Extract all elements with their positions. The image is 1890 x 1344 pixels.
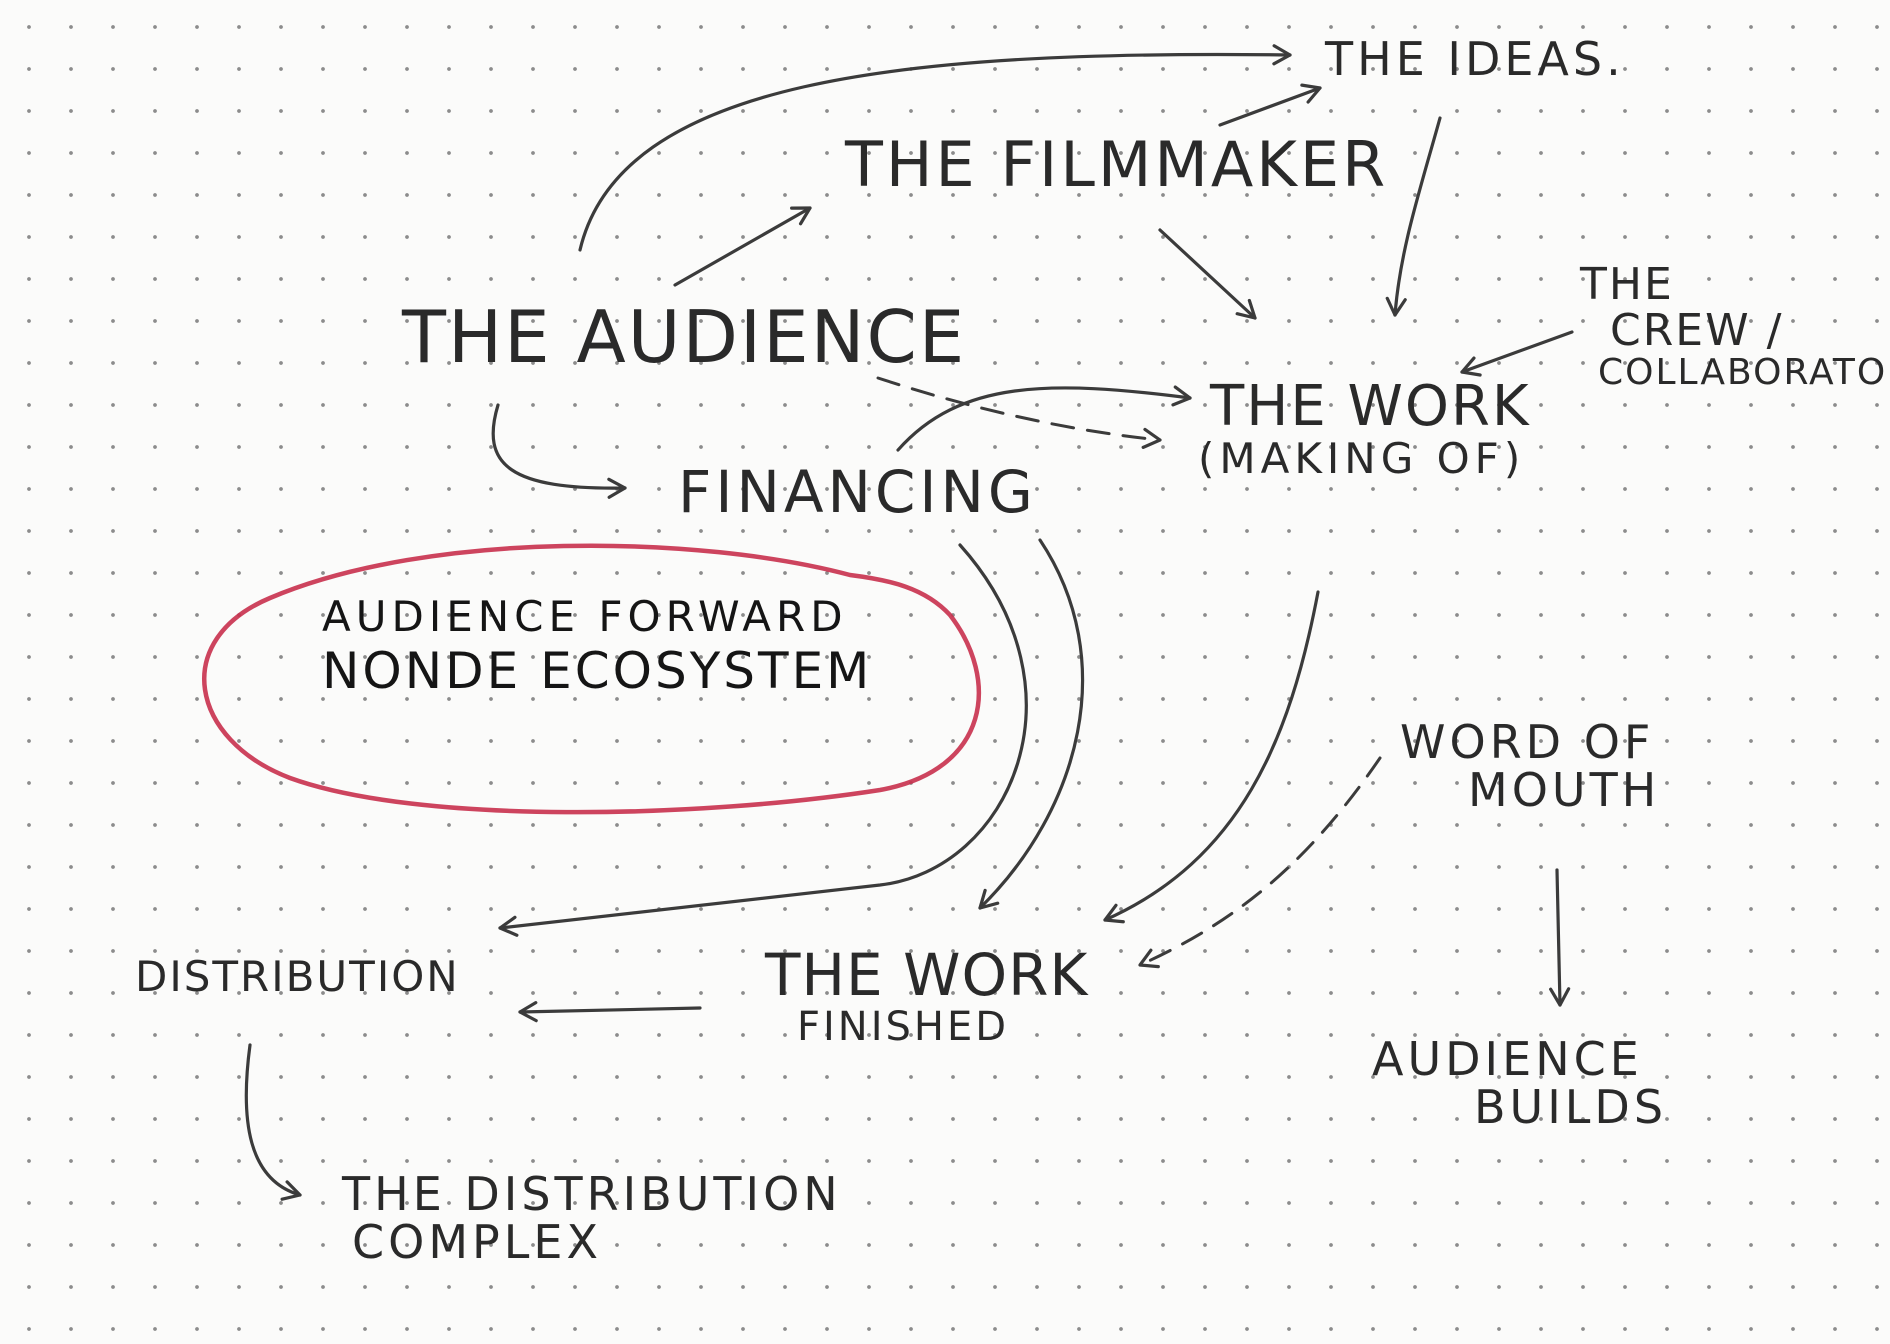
node-ideas-text: The Ideas. xyxy=(1325,32,1625,86)
node-audience-builds: Audience Builds xyxy=(1372,1035,1667,1132)
arrow-crew-to-work xyxy=(1460,330,1574,377)
ecosystem-highlight-ellipse xyxy=(202,543,982,815)
node-crew-line3: Collaborators xyxy=(1598,352,1890,394)
node-builds-line1: Audience xyxy=(1372,1032,1643,1086)
node-word-line1: Word of xyxy=(1400,715,1655,769)
node-finished-line1: The Work xyxy=(765,941,1089,1009)
node-word-of-mouth: Word of Mouth xyxy=(1400,718,1660,815)
node-ecosystem-line1: Audience Forward xyxy=(322,592,848,641)
arrow-word-to-finished-dashed xyxy=(1138,756,1382,969)
node-audience-text: The Audience xyxy=(402,295,967,379)
arrow-work-to-finished xyxy=(1103,590,1320,924)
node-the-crew: The Crew / Collaborators xyxy=(1580,261,1890,394)
node-crew-line1: The xyxy=(1580,259,1674,310)
arrow-financing-to-distribution xyxy=(498,543,1028,937)
node-ecosystem: Audience Forward NonDE Ecosystem xyxy=(322,592,873,701)
arrow-financing-to-finished xyxy=(978,538,1085,910)
arrow-word-to-builds xyxy=(1549,868,1571,1007)
node-filmmaker-text: The Filmmaker xyxy=(845,128,1389,201)
node-the-ideas: The Ideas. xyxy=(1325,32,1625,86)
node-work-line2: (Making of) xyxy=(1198,433,1526,483)
node-builds-line2: Builds xyxy=(1474,1080,1668,1135)
arrow-audience-to-filmmaker xyxy=(673,206,812,287)
arrow-filmmaker-to-ideas xyxy=(1218,83,1322,127)
node-the-filmmaker: The Filmmaker xyxy=(845,132,1388,197)
arrow-distribution-to-complex xyxy=(244,1043,302,1201)
node-financing: Financing xyxy=(678,462,1037,523)
node-complex-line1: The Distribution xyxy=(342,1167,842,1221)
node-finished-line2: Finished xyxy=(797,1003,1010,1050)
node-crew-line2: Crew / xyxy=(1610,305,1784,357)
node-complex-line2: Complex xyxy=(352,1215,602,1270)
arrow-ideas-to-work xyxy=(1385,116,1442,317)
node-financing-text: Financing xyxy=(678,458,1037,526)
arrow-filmmaker-to-work xyxy=(1158,228,1257,320)
node-the-work: The Work (Making of) xyxy=(1198,374,1531,483)
node-distribution-complex: The Distribution Complex xyxy=(342,1170,842,1267)
arrow-finished-to-distribution xyxy=(518,1001,702,1023)
arrow-audience-to-ideas xyxy=(578,44,1292,252)
arrow-financing-to-work xyxy=(896,385,1192,452)
node-word-line2: Mouth xyxy=(1468,763,1661,818)
node-the-audience: The Audience xyxy=(402,295,967,379)
node-ecosystem-line2: NonDE Ecosystem xyxy=(322,642,873,701)
arrow-audience-to-financing xyxy=(491,403,627,499)
node-distribution: Distribution xyxy=(135,952,460,1001)
node-the-work-finished: The Work Finished xyxy=(765,945,1088,1048)
node-distribution-text: Distribution xyxy=(135,952,460,1001)
node-work-line1: The Work xyxy=(1210,374,1531,439)
